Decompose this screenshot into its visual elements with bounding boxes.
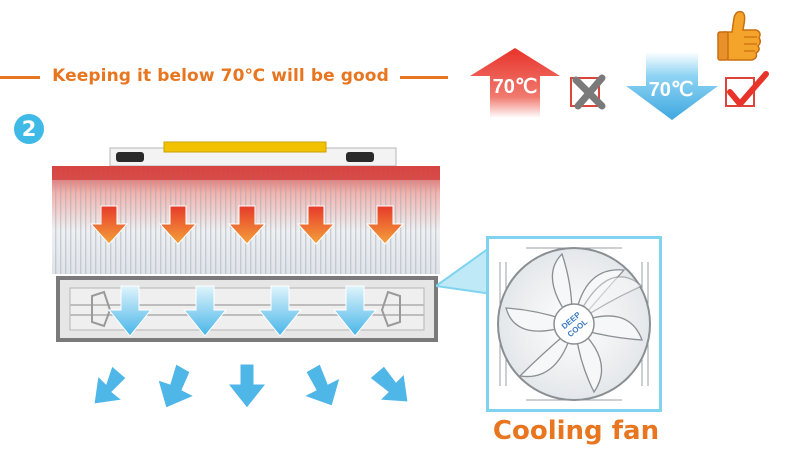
thumbs-up-icon xyxy=(717,10,762,61)
cool-temperature-label: 70℃ xyxy=(648,79,694,101)
cooling-fan-frame: DEEP COOL xyxy=(486,236,662,412)
arrow-down-cool-icon xyxy=(626,52,718,120)
callout-connector xyxy=(436,244,492,296)
step-badge: 2 xyxy=(14,114,44,144)
headline-line-left xyxy=(0,76,40,79)
headline-line-right xyxy=(400,76,448,79)
mount-clip-left xyxy=(116,152,144,162)
cpu-die xyxy=(163,141,327,153)
cooling-fan-caption: Cooling fan xyxy=(492,416,660,446)
exhaust-arrows xyxy=(93,363,409,409)
headline: Keeping it below 70℃ will be good xyxy=(52,66,389,86)
arrow-up-hot-icon xyxy=(470,48,560,118)
fan-hub xyxy=(553,303,595,345)
heatsink-diagram xyxy=(52,141,440,409)
cross-checkbox-icon xyxy=(570,74,606,110)
airflow-arrows xyxy=(107,285,378,337)
hot-temperature-label: 70℃ xyxy=(492,76,538,98)
check-checkbox-icon xyxy=(725,71,769,107)
mount-clip-right xyxy=(346,152,374,162)
heat-arrows xyxy=(89,205,405,245)
